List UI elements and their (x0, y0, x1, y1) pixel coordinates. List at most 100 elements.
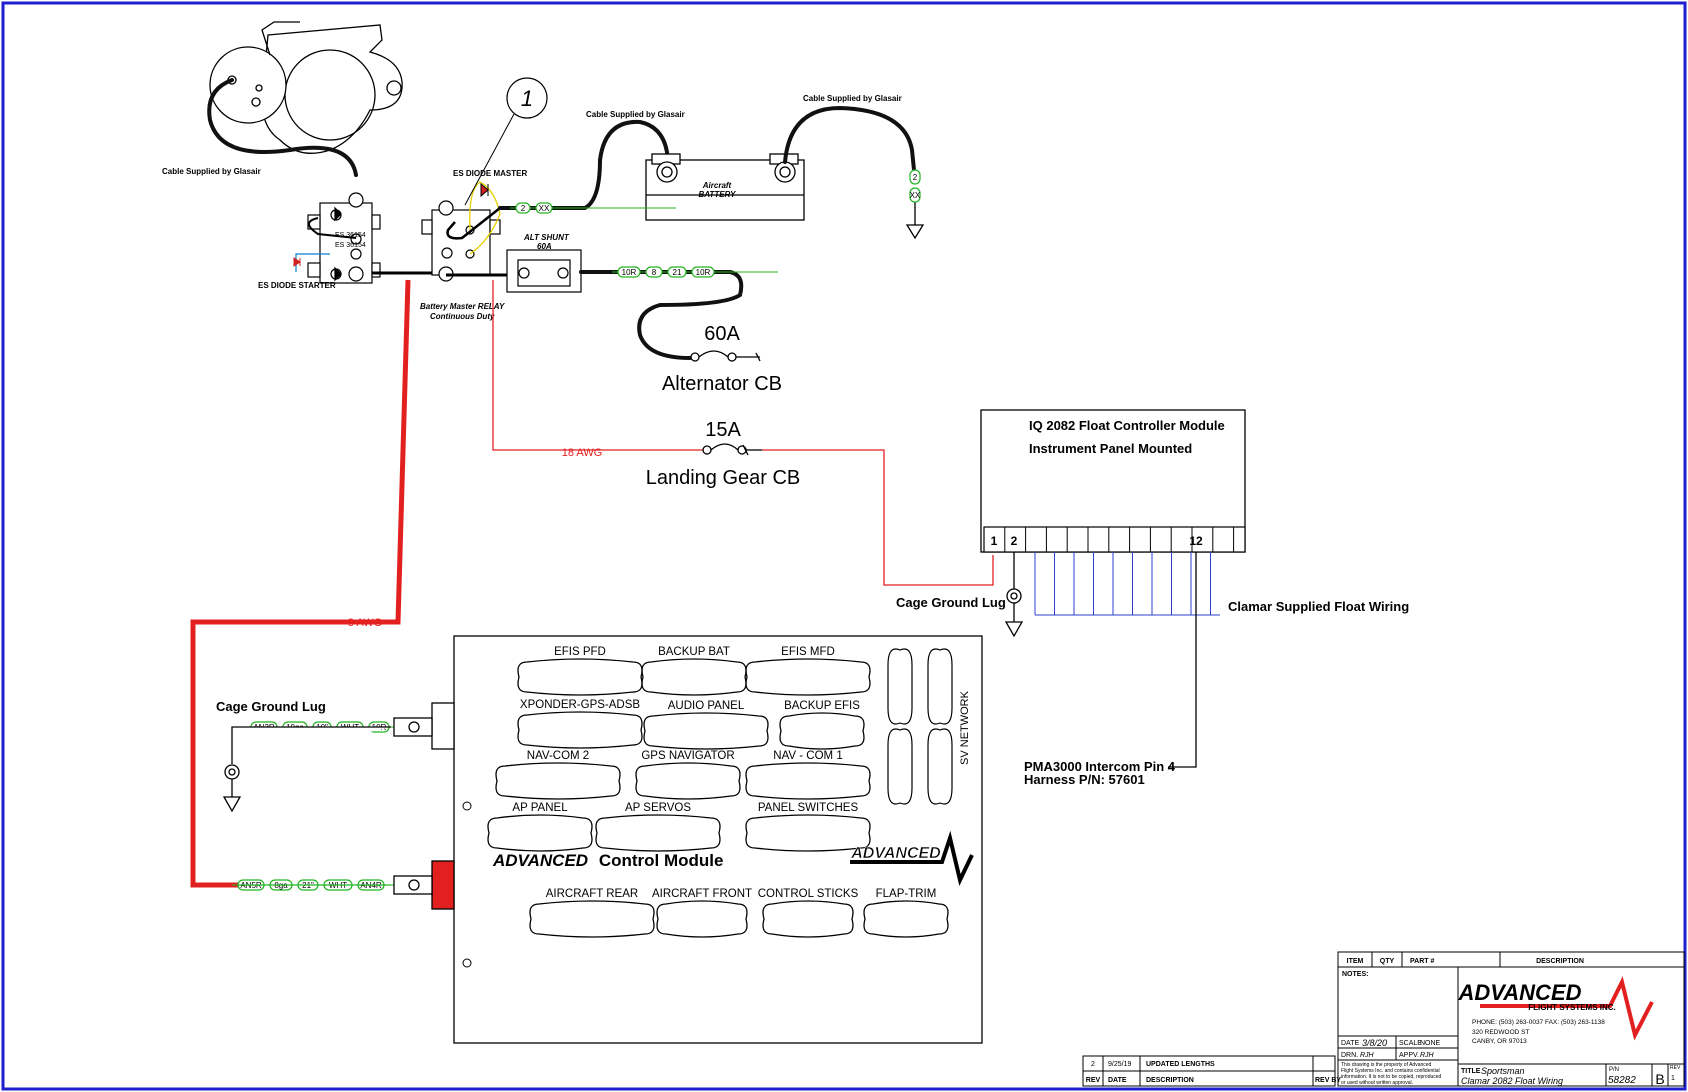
starter-bus-wire (308, 217, 357, 239)
connector-backup-bat: BACKUP BAT (641, 646, 747, 696)
master-diode-icon (480, 182, 489, 198)
connector-label: BACKUP BAT (658, 646, 730, 658)
connector-label: XPONDER-GPS-ADSB (520, 699, 640, 711)
sv-network-label: SV NETWORK (959, 690, 971, 765)
battery-positive-cable (498, 119, 670, 210)
tb-property-3: information. It is not to be copied, rep… (1341, 1074, 1442, 1080)
tb-property-2: Flight Systems Inc. and contains confide… (1341, 1068, 1440, 1074)
battery-label-1: Aircraft (702, 181, 732, 190)
landing-gear-cb-15a (702, 443, 762, 456)
tb-appv-label: APPV. (1399, 1052, 1419, 1059)
wire-tag-label: 21 (673, 268, 682, 277)
connector-label: AP PANEL (512, 802, 568, 814)
wire-tag: XX (909, 187, 921, 203)
connector-audio-panel: AUDIO PANEL (643, 700, 769, 750)
callout-balloon-number: 1 (521, 86, 533, 111)
cable-label-ground: Cable Supplied by Glasair (803, 94, 902, 103)
tb-hdr-item: ITEM (1347, 958, 1364, 965)
control-module-brand: ADVANCED (492, 851, 588, 870)
connector-label: PANEL SWITCHES (758, 802, 859, 814)
iq-pin-2: 2 (1011, 534, 1018, 548)
iq2082-title-2: Instrument Panel Mounted (1029, 441, 1192, 456)
alt-cb-amp: 60A (704, 323, 740, 345)
starter-solenoid (307, 192, 381, 284)
landing-gear-feed-wire (492, 280, 703, 451)
relay-coil-wire (469, 181, 501, 255)
iq-pin-1: 1 (991, 534, 998, 548)
rev-hdr-date: DATE (1108, 1077, 1127, 1084)
wire-tag: 10R (691, 266, 715, 278)
wire-tag-label: 8 (652, 268, 657, 277)
rev-row-desc: UPDATED LENGTHS (1146, 1061, 1215, 1068)
left-cage-ground (222, 702, 455, 813)
iq2082-module (980, 409, 1246, 553)
title-block-grid (1337, 951, 1685, 1087)
wire-tag: 10R (617, 266, 641, 278)
connector-label: CONTROL STICKS (758, 888, 859, 900)
wire-tag-label: 2 (521, 204, 526, 213)
cable-label-battery: Cable Supplied by Glasair (586, 110, 685, 119)
alt-shunt (506, 249, 582, 293)
relay-label-1: Battery Master RELAY (420, 302, 505, 311)
tb-property-1: This drawing is the property of Advanced (1341, 1062, 1432, 1068)
landing-gear-output-wire (762, 449, 994, 586)
wire-tag: 2 (909, 169, 921, 185)
main-feed-lug (238, 860, 455, 910)
landing-gear-cb-name: Landing Gear CB (646, 467, 801, 489)
battery-label-2: BATTERY (698, 190, 736, 199)
connector-label: AIRCRAFT FRONT (652, 888, 752, 900)
awg18-label: 18 AWG (562, 447, 603, 459)
control-module-label: ADVANCED Control Module (492, 851, 723, 870)
connector-label: NAV - COM 1 (773, 750, 842, 762)
starter-cable (207, 78, 358, 177)
connector-label: FLAP-TRIM (876, 888, 937, 900)
tb-hdr-desc: DESCRIPTION (1536, 958, 1584, 965)
iq2082-title-1: IQ 2082 Float Controller Module (1029, 418, 1225, 433)
connector-nav-com-2: NAV-COM 2 (495, 750, 621, 800)
tb-notes: NOTES: (1342, 971, 1368, 978)
svg-text:ADVANCED: ADVANCED (850, 845, 941, 862)
connector-nav-com-1: NAV - COM 1 (745, 750, 871, 800)
wire-tag-label: 10R (622, 268, 637, 277)
rev-hdr-desc: DESCRIPTION (1146, 1077, 1194, 1084)
company-logo: ADVANCED FLIGHT SYSTEMS INC. (1457, 976, 1654, 1041)
iq-ground-lug (1004, 552, 1024, 638)
connector-label: EFIS MFD (781, 646, 835, 658)
es-part-label-1: ES 36154 (335, 232, 366, 239)
wire-tag: 2 (515, 202, 531, 214)
connector-label: AIRCRAFT REAR (546, 888, 638, 900)
tb-hdr-qty: QTY (1380, 958, 1395, 965)
iq2082-pin-row (983, 526, 1246, 553)
clamar-wiring-label: Clamar Supplied Float Wiring (1228, 599, 1409, 614)
connector-label: AUDIO PANEL (668, 700, 745, 712)
revision-table (1082, 1055, 1336, 1087)
connector-backup-efis: BACKUP EFIS (779, 700, 865, 750)
sv-network-ports (887, 648, 953, 805)
control-module-connectors: EFIS PFD BACKUP BAT EFIS MFD XPONDER-GPS-AD… (487, 646, 949, 938)
connector-control-sticks: CONTROL STICKS (758, 888, 859, 938)
connector-label: BACKUP EFIS (784, 700, 860, 712)
svg-text:FLIGHT SYSTEMS INC.: FLIGHT SYSTEMS INC. (1528, 1003, 1616, 1012)
connector-label: AP SERVOS (625, 802, 691, 814)
tb-address-1: 320 REDWOOD ST (1472, 1029, 1529, 1036)
es-part-label-2: ES 36154 (335, 242, 366, 249)
battery-master-relay (421, 200, 501, 282)
tb-title-label: TITLE (1461, 1068, 1481, 1075)
cage-ground-right-label: Cage Ground Lug (896, 595, 1006, 610)
relay-label-2: Continuous Duty (430, 312, 495, 321)
battery-ground-cable (783, 105, 916, 172)
wire-tag: XX (535, 202, 553, 214)
tb-title-1: Sportsman (1481, 1066, 1525, 1076)
aircraft-battery (645, 153, 805, 221)
iq-pin-strip (983, 526, 1246, 553)
connector-ap-servos: AP SERVOS (595, 802, 721, 852)
alt-shunt-label-1: ALT SHUNT (523, 233, 570, 242)
callout-leader (464, 113, 515, 206)
tb-scale-value: NONE (1420, 1040, 1441, 1047)
tb-pn-label: P/N (1609, 1067, 1619, 1073)
relay-strap (446, 207, 501, 240)
connector-label: EFIS PFD (554, 646, 606, 658)
battery-ground-symbol (905, 200, 925, 240)
connector-ap-panel: AP PANEL (487, 802, 593, 852)
svg-text:ADVANCED: ADVANCED (1457, 980, 1581, 1005)
